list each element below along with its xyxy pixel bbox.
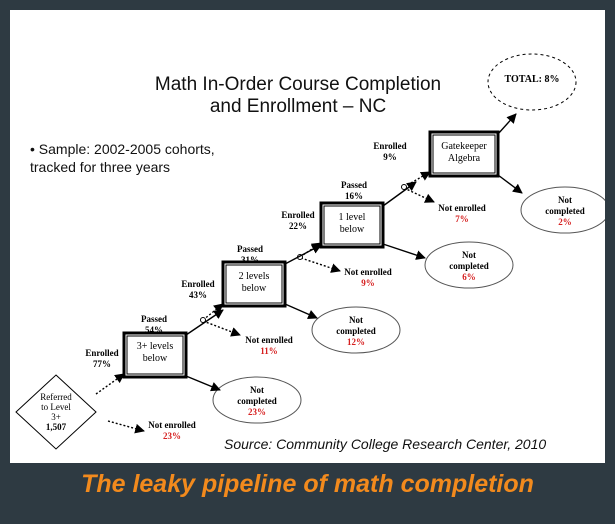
enrolled-arrow-1 — [95, 373, 125, 395]
not-completed-arrow-2 — [284, 303, 318, 319]
pipeline-diagram — [15, 53, 605, 450]
total-arrow — [497, 113, 517, 135]
diagram-title: Math In-Order Course Completion and Enro… — [154, 74, 442, 117]
passed-arrow-2 — [284, 244, 322, 265]
caption: The leaky pipeline of math completion — [81, 470, 534, 498]
not-completed-ellipse-2 — [311, 306, 401, 354]
total-label: TOTAL: 8% — [504, 74, 560, 85]
box-2-levels — [221, 260, 287, 308]
start-diamond — [15, 374, 97, 450]
not-enrolled-arrow-1 — [107, 420, 145, 434]
total-ellipse — [487, 53, 577, 111]
enrolled-arrow-4 — [403, 171, 431, 188]
source-note: Source: Community College Research Cente… — [224, 436, 547, 452]
start-label: Referred to Level 3+ 1,507 — [40, 392, 72, 432]
not-completed-arrow-3 — [382, 243, 426, 260]
sample-note: • Sample: 2002-2005 cohorts, tracked for… — [30, 141, 215, 175]
passed-arrow-1 — [185, 309, 224, 336]
not-enrolled-arrow-3 — [300, 257, 341, 273]
not-completed-ellipse-1 — [212, 376, 302, 424]
diagram-panel: Math In-Order Course Completion and Enro… — [10, 10, 605, 463]
box-3plus-levels — [122, 331, 188, 379]
not-completed-arrow-1 — [185, 375, 221, 392]
not-completed-arrow-4 — [497, 174, 523, 194]
not-completed-ellipse-4 — [520, 186, 605, 234]
not-completed-ellipse-3 — [424, 241, 514, 289]
passed-arrow-3 — [382, 181, 417, 207]
not-enrolled-arrow-4 — [403, 187, 435, 203]
not-enrolled-arrow-2 — [202, 320, 241, 337]
box-gatekeeper-algebra — [428, 130, 500, 178]
box-1-level — [319, 201, 385, 249]
